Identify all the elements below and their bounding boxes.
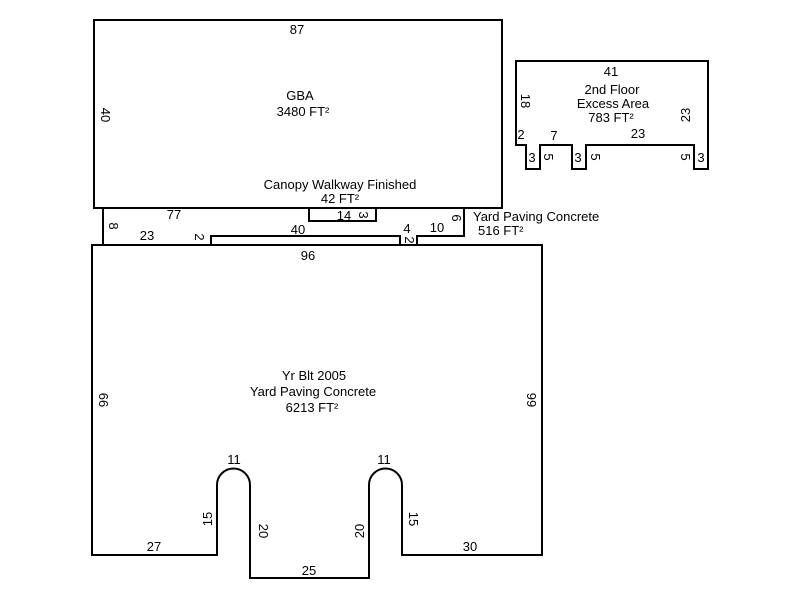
yard-main-outline	[91, 244, 543, 579]
dim-label: 15	[406, 512, 421, 526]
dim-label: 66	[524, 393, 539, 407]
dim-label: 11	[377, 452, 391, 467]
gba-area: 3480 FT²	[277, 104, 330, 119]
dim-label: 3	[574, 150, 581, 165]
dim-label: 14	[337, 208, 351, 223]
dim-label: 87	[290, 22, 304, 37]
dim-label: 18	[518, 94, 533, 108]
dim-label: 5	[588, 153, 603, 160]
dim-label: 25	[302, 563, 316, 578]
dim-label: 27	[147, 539, 161, 554]
dim-label: 23	[678, 108, 693, 122]
yard-strip-outline	[102, 207, 465, 245]
yard-main-name: Yard Paving Concrete	[250, 384, 376, 399]
dim-label: 2	[517, 127, 524, 142]
dim-label: 96	[301, 248, 315, 263]
gba-name: GBA	[286, 88, 314, 103]
dim-label: 7	[550, 128, 557, 143]
dim-label: 3	[528, 150, 535, 165]
dim-label: 5	[541, 153, 556, 160]
dim-label: 4	[403, 221, 410, 236]
dim-label: 11	[227, 452, 241, 467]
dim-label: 41	[604, 64, 618, 79]
dim-label: 15	[200, 512, 215, 526]
dim-label: 66	[96, 393, 111, 407]
dim-label: 2	[192, 233, 207, 240]
yard-main-area: 6213 FT²	[286, 400, 339, 415]
dim-label: 40	[291, 222, 305, 237]
dim-label: 3	[356, 211, 371, 218]
second-floor-name: 2nd Floor	[585, 82, 641, 97]
dim-label: 2	[402, 236, 417, 243]
dim-label: 20	[352, 524, 367, 538]
dim-label: 30	[463, 539, 477, 554]
dim-label: 10	[430, 220, 444, 235]
dim-label: 40	[98, 108, 113, 122]
dim-label: 8	[106, 222, 121, 229]
dim-label: 6	[449, 214, 464, 221]
dim-label: 20	[256, 524, 271, 538]
yard-main-year: Yr Blt 2005	[282, 368, 346, 383]
dim-label: 5	[678, 153, 693, 160]
dim-label: 77	[167, 207, 181, 222]
second-floor-outline	[515, 60, 709, 170]
second-floor-area: 783 FT²	[588, 110, 634, 125]
dim-label: 23	[631, 126, 645, 141]
yard-strip-name: Yard Paving Concrete	[473, 209, 599, 224]
dim-label: 3	[697, 150, 704, 165]
canopy-area: 42 FT²	[321, 191, 360, 206]
dim-label: 23	[140, 228, 154, 243]
canopy-name: Canopy Walkway Finished	[264, 177, 417, 192]
yard-strip-area: 516 FT²	[478, 223, 524, 238]
second-floor-name: Excess Area	[577, 96, 650, 111]
